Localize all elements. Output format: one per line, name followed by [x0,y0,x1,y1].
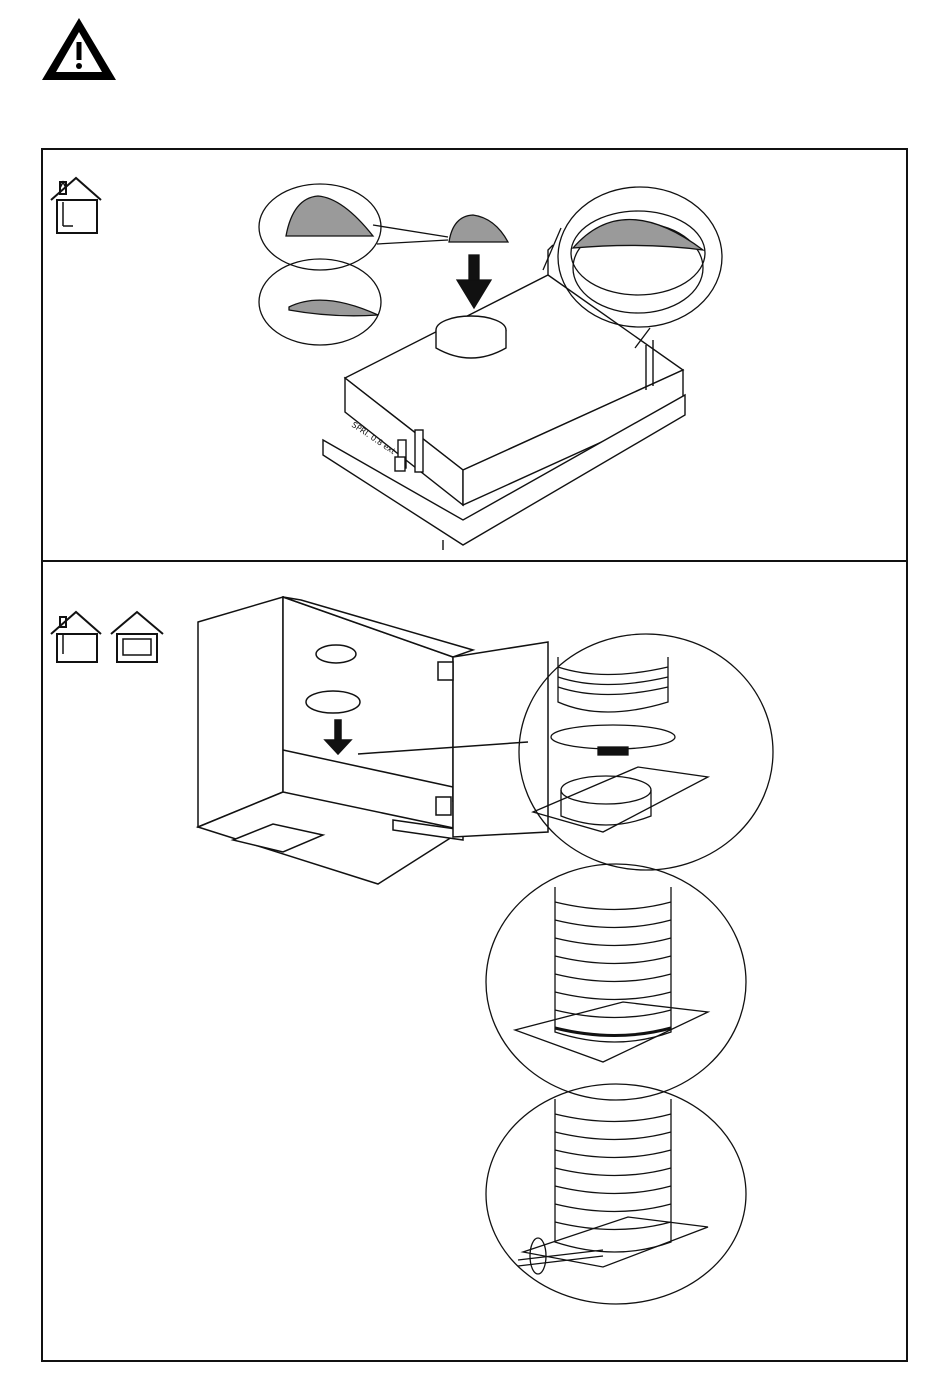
step-panel-top: SPRI. 0.8 ext [41,148,908,562]
warning-triangle-icon [38,14,120,84]
house-ducted-exhaust-icon [51,178,101,233]
hood-body: SPRI. 0.8 ext [323,245,685,550]
flap-installation-illustration: SPRI. 0.8 ext [43,150,906,560]
cabinet-with-hood [198,597,548,884]
house-ducted-exhaust-icon [51,612,101,662]
house-recirculation-icon [111,612,163,662]
step-panel-bottom [41,562,908,1362]
duct-installation-illustration [43,562,906,1358]
